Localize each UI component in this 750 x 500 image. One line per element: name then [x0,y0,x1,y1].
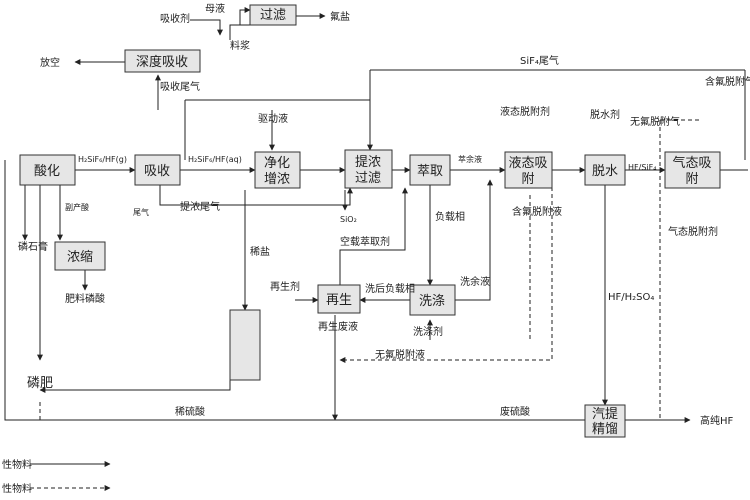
node-distill-2: 精馏 [592,422,618,437]
label-high-purity-hf: 高纯HF [700,414,734,427]
node-deep-absorb-box [124,49,201,73]
label-fluoride-free-liquid: 无氟脱附液 [375,348,425,361]
label-h2sif6-aq: H₂SiF₆/HF(aq) [188,155,242,164]
line-empty-load [339,187,408,285]
node-gas-adsorb-box [664,151,721,189]
label-absorb-tail: 吸收尾气 [160,80,200,93]
node-filter: 过滤 [260,8,286,23]
label-sif4-tail: SiF₄尾气 [520,54,559,67]
label-byproduct-acid: 副产酸 [65,202,89,212]
label-absorbent: 吸收剂 [160,12,190,25]
node-gas-adsorb-2: 附 [685,172,698,187]
node-distill-box [584,404,626,438]
node-absorb-box [134,154,181,186]
label-sio2: SiO₂ [340,215,357,224]
label-fluoride-free-tail: 无氟脱附气 [630,115,680,128]
node-dilute-acid-box [229,309,261,381]
label-dilute-sulfuric: 稀硫酸 [175,405,205,418]
legend-dashed-label: 性物料 [2,482,32,495]
label-hfsif4: HF/SiF₄ [628,163,656,172]
label-tail: 尾气 [133,207,149,217]
line-wash-residue [455,179,493,301]
label-loaded-phase: 负载相 [435,210,465,223]
node-purify-2: 增浓 [264,172,290,187]
label-vent: 放空 [40,56,60,69]
label-fluoride-salt: 氟盐 [330,10,350,23]
label-dehydrant: 脱水剂 [590,108,620,121]
label-raffinate: 萃余液 [458,154,482,164]
node-phos-fert: 磷肥 [27,376,53,391]
label-fluorine-desorb-gas: 含氟脱附气 [705,75,750,88]
label-drive-liquid: 驱动液 [258,112,288,125]
node-liquid-adsorb-1: 液态吸 [508,156,547,171]
dash-fluoride-free-liquid [339,180,553,363]
node-concentrate-box [54,241,106,271]
label-fluorine-desorb-liquid: 含氟脱附液 [512,205,562,218]
label-slurry: 料浆 [230,39,250,52]
node-strip-box [344,149,393,189]
label-fert-acid: 肥料磷酸 [65,292,105,305]
label-wash-residue: 洗余液 [460,275,490,288]
label-waste-sulfuric: 废硫酸 [500,405,530,418]
node-extract-box [409,154,451,186]
line-slurry [229,24,250,40]
label-regen-waste: 再生废液 [318,320,358,333]
line-absorbent [190,19,223,36]
label-empty-load: 空载萃取剂 [340,235,390,248]
node-dehydrate: 脱水 [592,164,618,179]
node-regen: 再生 [326,293,352,308]
line-dilute-to-fert [39,380,231,393]
node-dehydrate-box [584,154,626,186]
node-wash-box [409,284,456,316]
node-extract: 萃取 [417,164,443,179]
flow-lines [4,7,748,491]
label-phosphogypsum: 磷石膏 [18,240,48,253]
node-liquid-adsorb-box [504,151,553,189]
node-liquid-adsorb-2: 附 [521,172,534,187]
label-washed-loaded: 洗后负载相 [365,282,415,295]
node-deep-absorb: 深度吸收 [136,54,188,70]
process-nodes: 过滤 深度吸收 酸化 浓缩 吸收 净化 增浓 提浓 过滤 萃取 液态吸 附 脱水… [19,4,721,438]
label-regen-agent: 再生剂 [270,280,300,293]
label-h2sif6-g: H₂SiF₆/HF(g) [78,155,127,164]
node-acidify-box [19,154,76,186]
node-concentrate: 浓缩 [67,249,93,265]
node-strip-2: 过滤 [355,171,381,186]
label-dilute-salt: 稀盐 [250,245,270,258]
node-purify-1: 净化 [264,156,290,171]
node-distill-1: 汽提 [592,406,618,422]
line-bottom-loop [4,160,585,421]
node-filter-box [249,4,297,26]
node-purify-box [254,151,301,189]
label-strip-tail: 提浓尾气 [180,200,220,213]
label-mother-liquor: 母液 [205,2,225,15]
line-strip-tail [159,185,353,206]
node-strip-1: 提浓 [355,154,381,170]
label-gas-desorbent: 气态脱附剂 [668,225,718,238]
node-wash: 洗涤 [419,294,445,309]
label-liquid-adsorbent: 液态脱附剂 [500,105,550,118]
label-wash-agent: 洗涤剂 [413,325,443,338]
node-acidify: 酸化 [34,164,60,179]
label-hf-h2so4: HF/H₂SO₄ [608,292,654,303]
node-gas-adsorb-1: 气态吸 [672,155,711,171]
node-regen-box [317,284,361,314]
legend-solid-label: 性物料 [2,458,32,471]
line-mother-liquor [239,7,251,25]
node-absorb: 吸收 [144,164,170,179]
